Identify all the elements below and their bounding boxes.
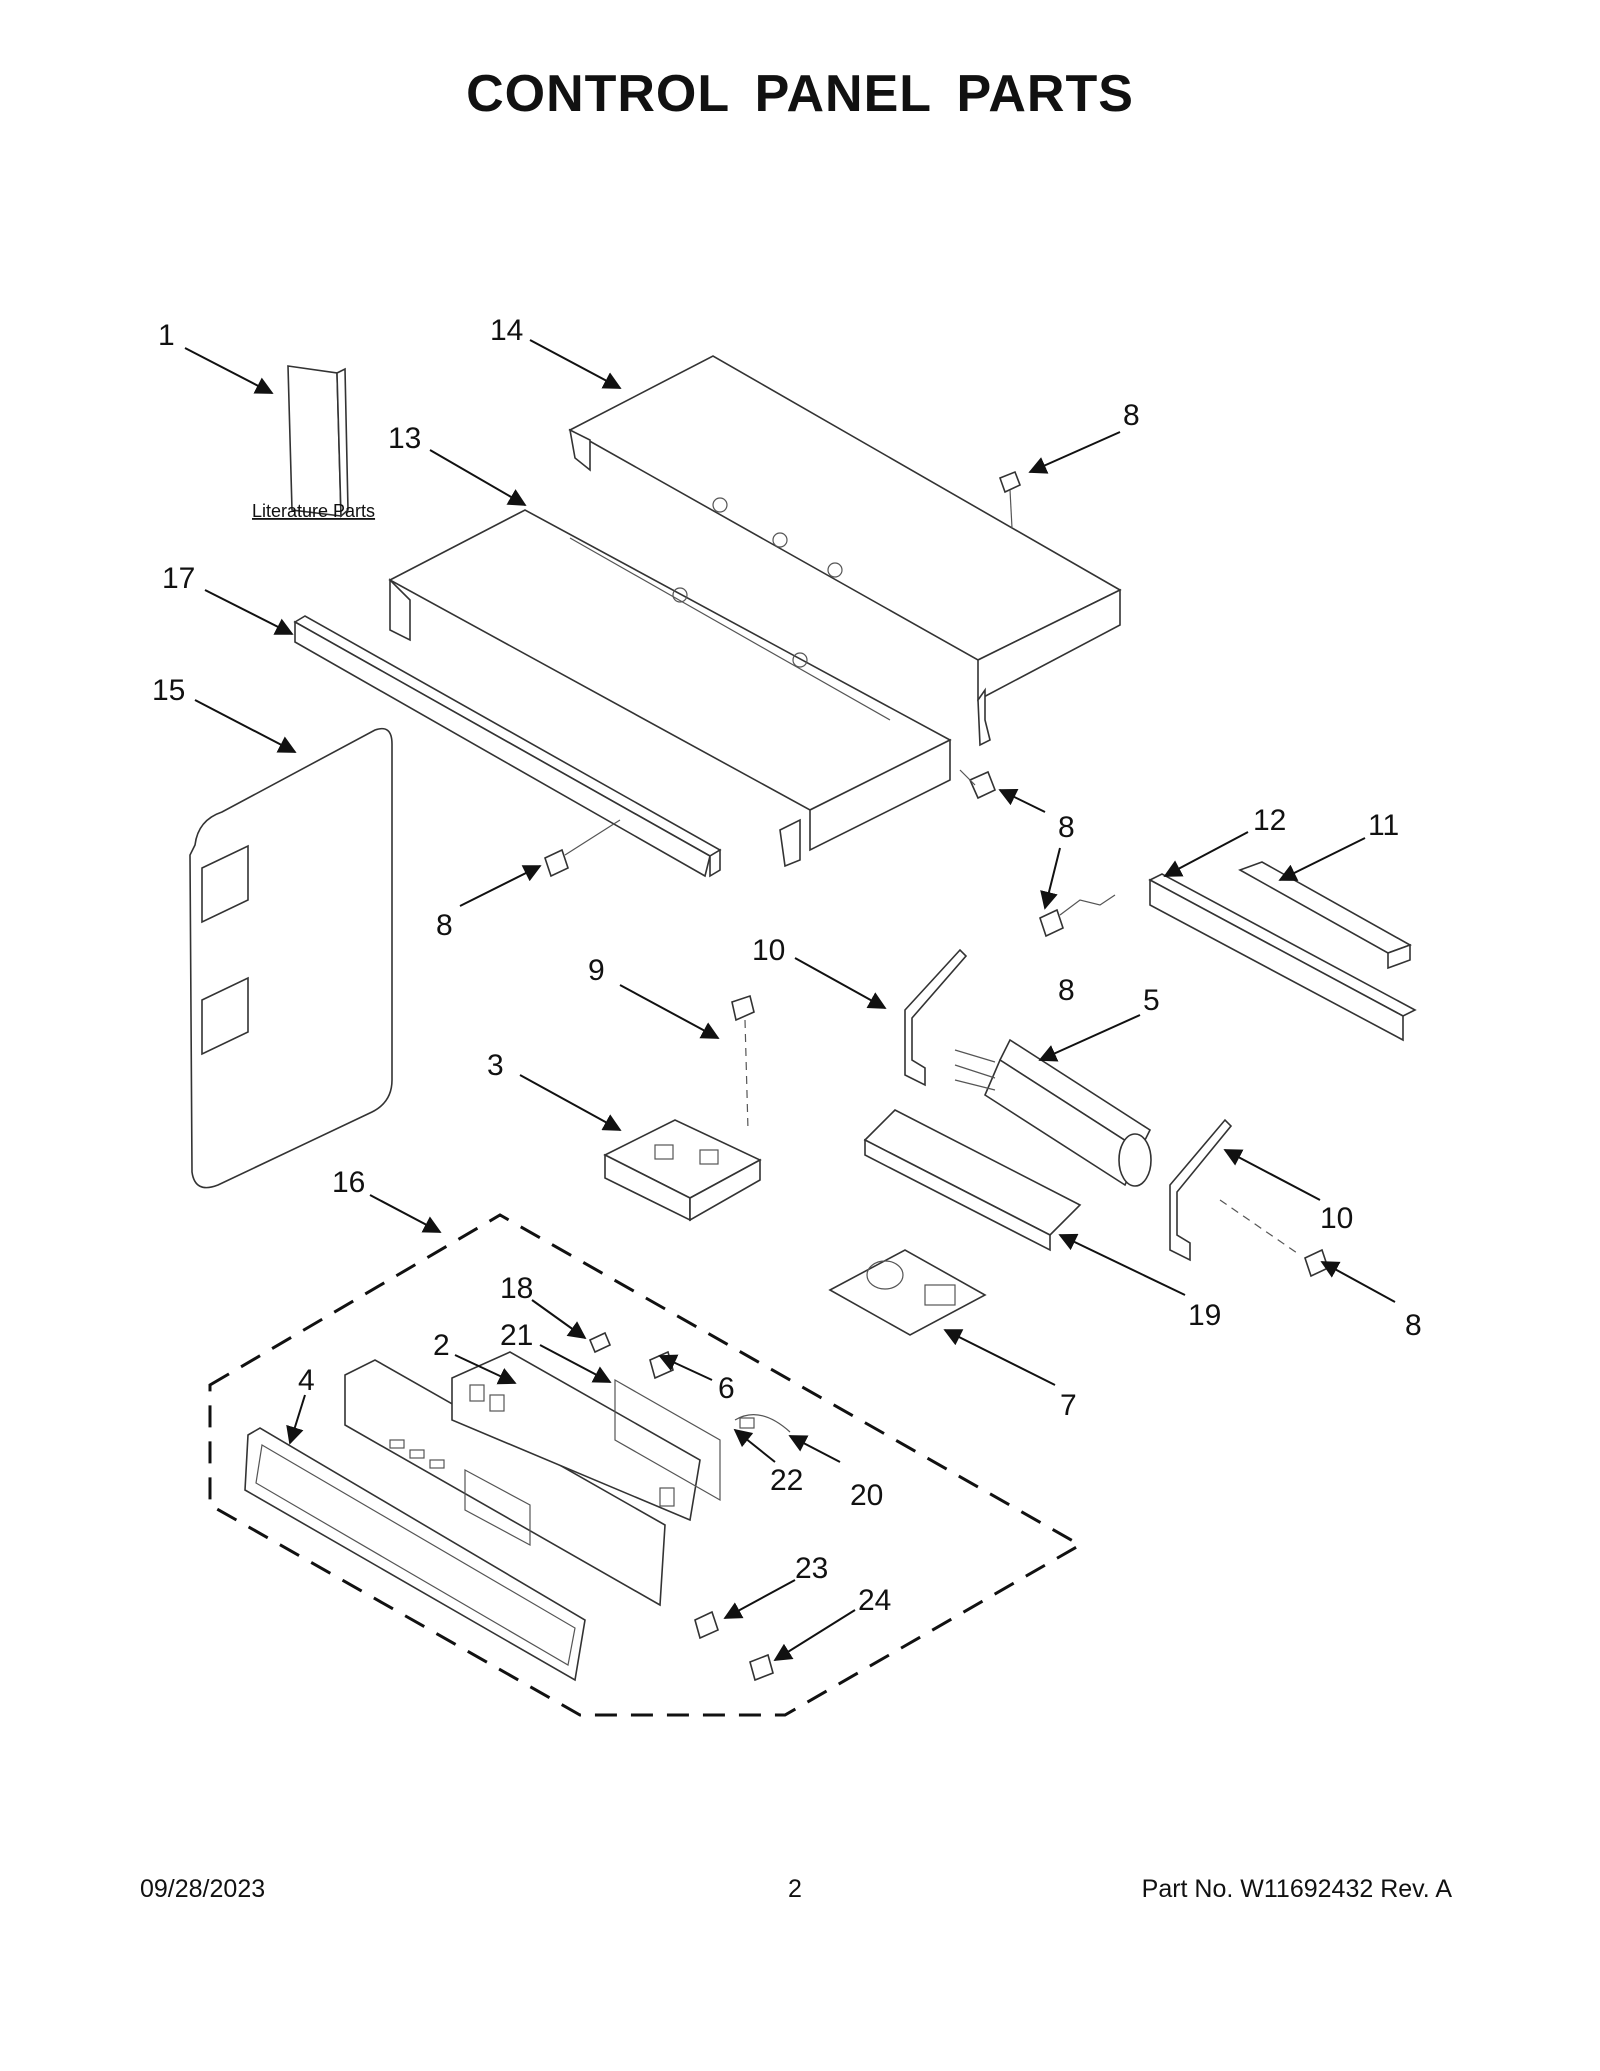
callout-9: 9	[588, 954, 605, 987]
control-panel-housing	[388, 509, 952, 868]
top-cover	[568, 355, 1122, 747]
callout-17: 17	[162, 562, 195, 595]
insulation-strip	[1238, 861, 1412, 970]
power-supply-board	[828, 1249, 987, 1336]
footer-date: 09/28/2023	[140, 1875, 266, 1903]
screw-left	[544, 819, 621, 878]
fan-duct	[863, 1109, 1082, 1252]
screw-top	[998, 470, 1022, 529]
side-panel	[189, 727, 393, 1189]
small-clip	[588, 1331, 612, 1354]
callout-8-top: 8	[1123, 399, 1140, 432]
callout-7: 7	[1060, 1389, 1077, 1422]
callout-1: 1	[158, 319, 175, 352]
front-rail	[293, 615, 722, 878]
callout-5: 5	[1143, 984, 1160, 1017]
cooling-fan	[954, 1038, 1152, 1187]
literature-parts-label: Literature Parts	[252, 501, 375, 521]
callout-12: 12	[1253, 804, 1286, 837]
leader-lines	[184, 339, 1396, 1661]
footer-page-number: 2	[788, 1875, 802, 1903]
callout-20: 20	[850, 1479, 883, 1512]
callout-8-bracket: 8	[1058, 974, 1075, 1007]
callout-24: 24	[858, 1584, 891, 1617]
callout-22: 22	[770, 1464, 803, 1497]
page-title: CONTROL PANEL PARTS	[466, 65, 1134, 123]
callout-10-right: 10	[1320, 1202, 1353, 1235]
screw-fan	[1219, 1199, 1329, 1278]
callout-14: 14	[490, 314, 523, 347]
grommet	[694, 1610, 719, 1640]
callout-4: 4	[298, 1364, 315, 1397]
callout-6: 6	[718, 1372, 735, 1405]
callout-numbers: 1 14 8 13 17 15 8 12 11 8 8 10 9 5 3 10 …	[152, 314, 1422, 1617]
screw-9	[731, 994, 755, 1131]
screw-bracket	[1039, 894, 1116, 938]
callout-11: 11	[1368, 809, 1399, 842]
relay-board	[603, 1119, 762, 1222]
fan-mount-bracket-left	[904, 948, 968, 1087]
fan-mount-bracket-right	[1169, 1118, 1233, 1262]
callout-23: 23	[795, 1552, 828, 1585]
callout-16: 16	[332, 1166, 365, 1199]
callout-8-fan: 8	[1405, 1309, 1422, 1342]
callout-19: 19	[1188, 1299, 1221, 1332]
control-assembly-boundary	[208, 1213, 1084, 1717]
screw-24	[749, 1653, 774, 1682]
callout-8-left: 8	[436, 909, 453, 942]
callout-21: 21	[500, 1319, 533, 1352]
control-glass-trim	[244, 1427, 586, 1682]
callout-3: 3	[487, 1049, 504, 1082]
callout-15: 15	[152, 674, 185, 707]
fan-bracket	[1148, 873, 1417, 1042]
callout-2: 2	[433, 1329, 450, 1362]
literature-booklet	[287, 365, 349, 518]
callout-18: 18	[500, 1272, 533, 1305]
screw-right	[959, 769, 997, 800]
wire-connector	[734, 1414, 791, 1433]
console-panel	[344, 1359, 666, 1607]
user-interface-board	[451, 1351, 721, 1522]
callout-10-left: 10	[752, 934, 785, 967]
footer-part-number: Part No. W11692432 Rev. A	[1141, 1875, 1452, 1903]
callout-8-right: 8	[1058, 811, 1075, 844]
callout-13: 13	[388, 422, 421, 455]
